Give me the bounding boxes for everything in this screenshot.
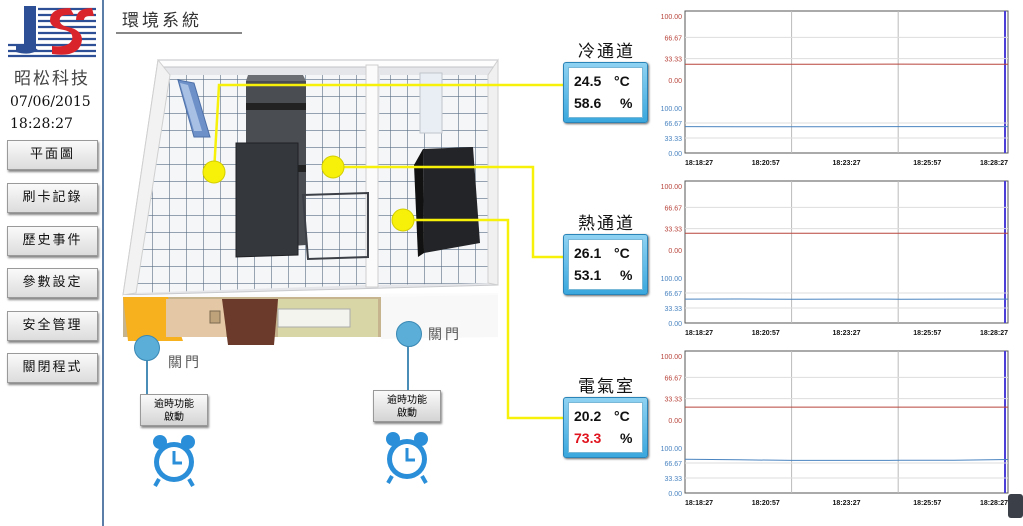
door-left-status: 關門: [168, 355, 202, 371]
temp-tick-label: 0.00: [668, 78, 682, 85]
hum-tick-label: 33.33: [664, 476, 682, 483]
x-tick-label: 18:23:27: [832, 160, 860, 167]
temp-tick-label: 100.00: [661, 184, 683, 191]
plot-frame: [684, 10, 1009, 154]
temp-tick-label: 66.67: [664, 35, 682, 42]
door-sensor-left-marker: [134, 335, 160, 361]
hum-tick-label: 33.33: [664, 306, 682, 313]
temp-value: 24.5: [574, 73, 602, 89]
x-tick-label: 18:25:57: [913, 330, 941, 337]
hum-unit: %: [620, 95, 633, 111]
x-tick-label: 18:28:27: [980, 160, 1008, 167]
nav-floorplan-button[interactable]: 平面圖: [7, 140, 98, 170]
plot-frame: [684, 180, 1009, 324]
x-tick-label: 18:23:27: [832, 330, 860, 337]
hum-tick-label: 100.00: [661, 446, 683, 453]
hum-tick-label: 33.33: [664, 136, 682, 143]
nav-parameter-settings-button[interactable]: 參數設定: [7, 268, 98, 298]
hum-value: 53.1: [574, 267, 602, 283]
temp-tick-label: 100.00: [661, 354, 683, 361]
sensor-name-electrical-room: 電氣室: [578, 377, 635, 397]
temp-unit: °C: [614, 408, 630, 424]
temp-unit: °C: [614, 245, 630, 261]
readout-hot-aisle: 26.1 °C 53.1 %: [563, 234, 648, 295]
chart-cold-aisle: 100.00 66.67 33.33 0.00 100.00 66.67 33.33 0.00…: [655, 8, 1017, 171]
chart-hot-aisle: 100.00 66.67 33.33 0.00 100.00 66.67 33.33 0.00…: [655, 178, 1017, 341]
temp-unit: °C: [614, 73, 630, 89]
temp-value: 26.1: [574, 245, 602, 261]
door-right-status: 關門: [428, 327, 462, 343]
left-timeout-function-button[interactable]: 逾時功能 啟動: [140, 394, 208, 426]
temp-tick-label: 100.00: [661, 14, 683, 21]
hum-tick-label: 66.67: [664, 291, 682, 298]
temp-value: 20.2: [574, 408, 602, 424]
page-title: 環境系統: [122, 11, 202, 31]
temp-tick-label: 0.00: [668, 248, 682, 255]
nav-security-management-button[interactable]: 安全管理: [7, 311, 98, 341]
temp-tick-label: 33.33: [664, 397, 682, 404]
temp-tick-label: 33.33: [664, 227, 682, 234]
nav-close-program-button[interactable]: 關閉程式: [7, 353, 98, 383]
sensor-name-cold-aisle: 冷通道: [578, 42, 635, 62]
current-time: 18:28:27: [10, 116, 73, 132]
hum-unit: %: [620, 267, 633, 283]
x-tick-label: 18:20:57: [752, 160, 780, 167]
hum-tick-label: 66.67: [664, 121, 682, 128]
chart-electrical-room: 100.00 66.67 33.33 0.00 100.00 66.67 33.33 0.00…: [655, 348, 1017, 511]
sidebar: 昭松科技 07/06/2015 18:28:27 平面圖 刷卡記錄 歷史事件 參…: [0, 0, 104, 526]
sensor-name-hot-aisle: 熱通道: [578, 214, 635, 234]
current-date: 07/06/2015: [10, 94, 91, 110]
hum-value: 73.3: [574, 430, 602, 446]
hum-tick-label: 0.00: [668, 321, 682, 328]
temp-tick-label: 66.67: [664, 375, 682, 382]
nav-card-records-button[interactable]: 刷卡記錄: [7, 183, 98, 213]
hum-tick-label: 100.00: [661, 106, 683, 113]
readout-cold-aisle: 24.5 °C 58.6 %: [563, 62, 648, 123]
x-tick-label: 18:20:57: [752, 330, 780, 337]
right-timeout-function-button[interactable]: 逾時功能 啟動: [373, 390, 441, 422]
alarm-clock-right-icon[interactable]: [384, 430, 430, 484]
hum-tick-label: 66.67: [664, 461, 682, 468]
company-name: 昭松科技: [14, 69, 90, 89]
x-tick-label: 18:25:57: [913, 500, 941, 507]
hum-tick-label: 100.00: [661, 276, 683, 283]
alarm-clock-left-icon[interactable]: [151, 433, 197, 487]
room-floorplan: [122, 58, 499, 345]
x-tick-label: 18:18:27: [685, 500, 713, 507]
temp-tick-label: 33.33: [664, 57, 682, 64]
nav-history-events-button[interactable]: 歷史事件: [7, 226, 98, 256]
temp-tick-label: 66.67: [664, 205, 682, 212]
x-tick-label: 18:28:27: [980, 500, 1008, 507]
readout-electrical-room: 20.2 °C 73.3 %: [563, 397, 648, 458]
x-tick-label: 18:18:27: [685, 330, 713, 337]
door-sensor-right-marker: [396, 321, 422, 347]
scroll-handle[interactable]: [1008, 494, 1023, 518]
title-underline: [116, 32, 242, 34]
hum-tick-label: 0.00: [668, 151, 682, 158]
temp-tick-label: 0.00: [668, 418, 682, 425]
company-logo: [8, 6, 96, 58]
x-tick-label: 18:25:57: [913, 160, 941, 167]
x-tick-label: 18:20:57: [752, 500, 780, 507]
hum-series-line: [684, 458, 1009, 461]
plot-frame: [684, 350, 1009, 494]
hum-unit: %: [620, 430, 633, 446]
x-tick-label: 18:28:27: [980, 330, 1008, 337]
x-tick-label: 18:23:27: [832, 500, 860, 507]
hum-value: 58.6: [574, 95, 602, 111]
x-tick-label: 18:18:27: [685, 160, 713, 167]
hum-tick-label: 0.00: [668, 491, 682, 498]
